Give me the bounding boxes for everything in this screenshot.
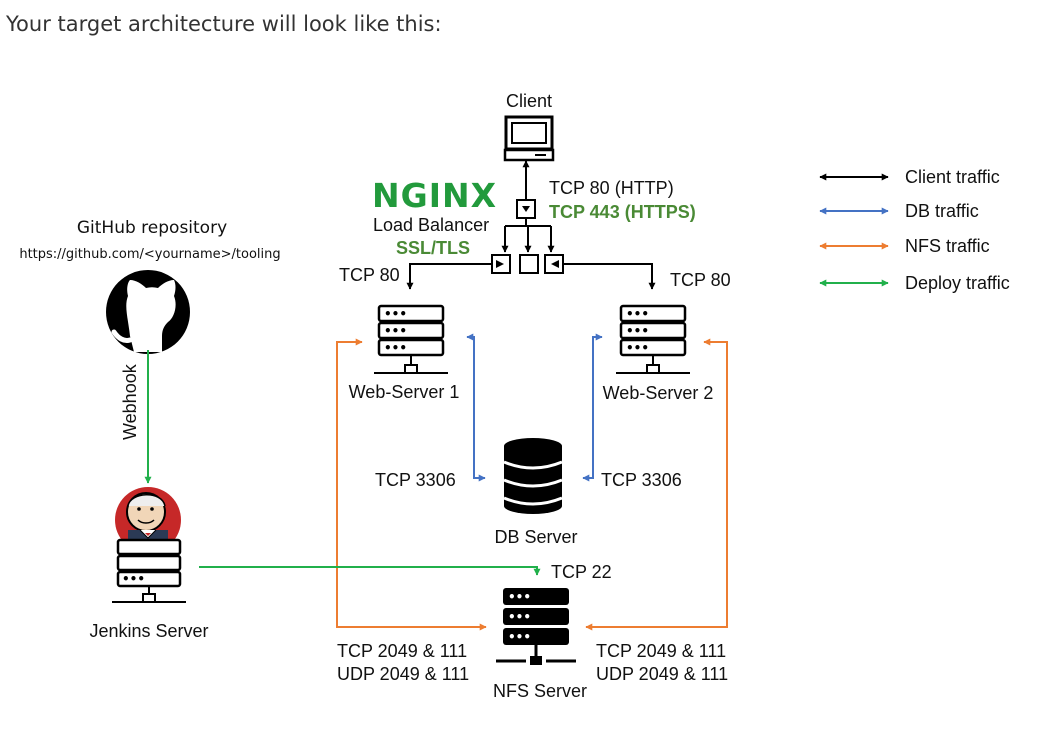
nfs-right-tcp-label: TCP 2049 & 111 xyxy=(596,641,726,661)
nfs-right-udp-label: UDP 2049 & 111 xyxy=(596,664,728,684)
svg-text:•••: ••• xyxy=(508,590,531,604)
db-web1-link xyxy=(466,333,486,482)
lb-backend-ports xyxy=(491,254,564,274)
github-url: https://github.com/<yourname>/tooling xyxy=(19,247,280,262)
tcp80-right-label: TCP 80 xyxy=(670,270,731,290)
nfs-left-udp-label: UDP 2049 & 111 xyxy=(337,664,469,684)
svg-text:•••: ••• xyxy=(626,324,649,338)
nfs-left-tcp-label: TCP 2049 & 111 xyxy=(337,641,467,661)
web-server-2-icon: ••• ••• ••• xyxy=(616,304,690,374)
load-balancer-label: Load Balancer xyxy=(373,215,489,235)
svg-text:•••: ••• xyxy=(122,572,145,586)
tcp80-http-label: TCP 80 (HTTP) xyxy=(549,178,674,198)
svg-text:•••: ••• xyxy=(384,307,407,321)
web-server-2-label: Web-Server 2 xyxy=(603,383,714,403)
lb-web1-link xyxy=(406,263,492,290)
tcp22-label: TCP 22 xyxy=(551,562,612,582)
svg-text:•••: ••• xyxy=(384,324,407,338)
client-computer-icon xyxy=(503,115,555,162)
ssl-label: SSL/TLS xyxy=(396,238,470,258)
legend: Client traffic DB traffic NFS traffic De… xyxy=(819,167,1010,293)
legend-client-label: Client traffic xyxy=(905,167,1000,187)
tcp443-label: TCP 443 (HTTPS) xyxy=(549,202,696,222)
tcp80-left-label: TCP 80 xyxy=(339,265,400,285)
lb-port-box xyxy=(516,199,536,219)
nfs-server-icon: ••• ••• ••• xyxy=(496,588,576,665)
db-web2-link xyxy=(582,333,603,482)
legend-nfs-label: NFS traffic xyxy=(905,236,990,256)
nginx-logo: NGINX xyxy=(372,176,497,215)
jenkins-nfs-link xyxy=(199,566,541,576)
svg-text:•••: ••• xyxy=(384,341,407,355)
webhook-label: Webhook xyxy=(120,363,140,440)
svg-text:•••: ••• xyxy=(626,341,649,355)
client-label: Client xyxy=(506,91,552,111)
svg-text:•••: ••• xyxy=(508,610,531,624)
web-server-1-label: Web-Server 1 xyxy=(349,382,460,402)
tcp3306-left-label: TCP 3306 xyxy=(375,470,456,490)
tcp3306-right-label: TCP 3306 xyxy=(601,470,682,490)
jenkins-label: Jenkins Server xyxy=(89,621,208,641)
nfs-web2-link xyxy=(585,338,728,631)
nfs-server-label: NFS Server xyxy=(493,681,587,701)
github-title: GitHub repository xyxy=(77,218,227,238)
github-icon xyxy=(106,270,190,354)
database-icon xyxy=(503,438,563,514)
svg-text:•••: ••• xyxy=(508,630,531,644)
intro-text: Your target architecture will look like … xyxy=(6,12,442,36)
svg-text:•••: ••• xyxy=(626,307,649,321)
lb-web2-link xyxy=(563,263,656,290)
db-server-label: DB Server xyxy=(494,527,577,547)
jenkins-icon: ••• xyxy=(112,487,186,603)
nfs-web1-link xyxy=(336,338,487,631)
legend-deploy-label: Deploy traffic xyxy=(905,273,1010,293)
legend-db-label: DB traffic xyxy=(905,201,979,221)
web-server-1-icon: ••• ••• ••• xyxy=(374,304,448,374)
